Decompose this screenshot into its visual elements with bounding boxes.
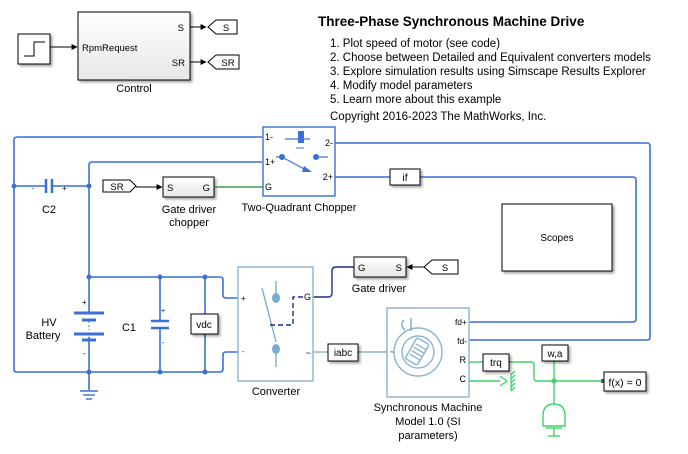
gate-driver-chopper-block[interactable]: S G bbox=[162, 176, 215, 198]
gd-port-g: G bbox=[358, 263, 365, 274]
step-explore-results-link[interactable]: 3. Explore simulation results using Sims… bbox=[330, 66, 646, 78]
machine-port-fdm: fd- bbox=[457, 336, 467, 346]
electrical-wires bbox=[13, 136, 651, 390]
control-label: Control bbox=[116, 83, 151, 95]
chopper-port-2m: 2- bbox=[325, 138, 333, 148]
vdc-label: vdc bbox=[196, 320, 212, 331]
control-subsystem[interactable]: RpmRequest S SR bbox=[77, 11, 191, 81]
converter-label: Converter bbox=[252, 386, 301, 398]
gate-driver-block[interactable]: G S bbox=[353, 256, 407, 278]
machine-stator-icon bbox=[393, 318, 443, 377]
model-title: Three-Phase Synchronous Machine Drive bbox=[318, 14, 585, 29]
c1-plus-label: + bbox=[161, 308, 165, 315]
from-s-label: S bbox=[442, 263, 448, 274]
vdc-sensor-block[interactable]: vdc bbox=[190, 313, 219, 335]
machine-port-c: C bbox=[460, 374, 467, 384]
goto-sr-label: SR bbox=[221, 58, 234, 69]
c1-minus-label: - bbox=[162, 340, 165, 347]
wire-junctions bbox=[11, 183, 208, 375]
solver-port bbox=[601, 379, 604, 383]
wa-sensor-block[interactable]: w,a bbox=[541, 344, 569, 362]
iabc-sensor-block[interactable]: iabc bbox=[327, 343, 359, 362]
copyright: Copyright 2016-2023 The MathWorks, Inc. bbox=[330, 111, 547, 123]
trq-sensor-block[interactable]: trq bbox=[482, 353, 510, 372]
gate-signal-converter bbox=[306, 266, 354, 298]
step-choose-converter-link[interactable]: 2. Choose between Detailed and Equivalen… bbox=[330, 52, 651, 64]
mechanical-reference-icon[interactable] bbox=[499, 370, 516, 392]
step-plot-speed-link[interactable]: 1. Plot speed of motor (see code) bbox=[330, 38, 501, 50]
gdc-label-line1: Gate driver bbox=[162, 204, 217, 216]
converter-port-minus: - bbox=[242, 349, 245, 356]
gd-port-s: S bbox=[396, 263, 402, 274]
goto-s-tag[interactable]: S bbox=[207, 19, 238, 35]
two-quadrant-chopper[interactable]: 1- 1+ G 2- 2+ bbox=[262, 126, 336, 197]
step-icon bbox=[24, 41, 45, 57]
machine-label-line1: Synchronous Machine bbox=[374, 402, 483, 414]
chopper-port-2p: 2+ bbox=[323, 172, 333, 182]
iabc-label: iabc bbox=[334, 348, 352, 359]
solver-label: f(x) = 0 bbox=[609, 377, 642, 389]
step-modify-parameters-link[interactable]: 4. Modify model parameters bbox=[330, 80, 473, 92]
step-block[interactable] bbox=[17, 33, 51, 65]
scopes-block[interactable]: Scopes bbox=[501, 203, 613, 272]
gate-driver-label: Gate driver bbox=[352, 283, 407, 295]
control-port-rpmrequest: RpmRequest bbox=[82, 43, 138, 54]
gdc-port-g: G bbox=[203, 183, 210, 194]
machine-label-line2: Model 1.0 (SI bbox=[395, 416, 460, 428]
converter-port-plus: + bbox=[241, 294, 246, 303]
gdc-port-s: S bbox=[167, 183, 173, 194]
machine-port-fdp: fd+ bbox=[455, 317, 467, 327]
synchronous-machine-block[interactable]: ~ fd+ fd- R C bbox=[386, 307, 470, 398]
solver-configuration-block[interactable]: f(x) = 0 bbox=[603, 371, 647, 392]
converter-gate-link-icon bbox=[270, 296, 303, 326]
chopper-switch-icon bbox=[276, 131, 328, 172]
machine-label-line3: parameters) bbox=[398, 430, 457, 442]
chopper-port-g: G bbox=[265, 182, 272, 192]
c2-label: C2 bbox=[42, 204, 56, 216]
wa-label: w,a bbox=[546, 349, 562, 360]
electrical-ground-icon[interactable] bbox=[80, 390, 98, 400]
battery-label-line1: HV bbox=[41, 317, 57, 329]
converter-switch-icon bbox=[261, 281, 280, 367]
control-port-s: S bbox=[178, 23, 184, 34]
machine-port-r: R bbox=[460, 355, 467, 365]
from-sr-tag[interactable]: SR bbox=[102, 179, 137, 193]
capacitor-c1[interactable]: + - bbox=[151, 308, 169, 347]
from-sr-label: SR bbox=[110, 182, 123, 193]
chopper-port-1m: 1- bbox=[265, 132, 273, 142]
c2-plus-label: + bbox=[62, 184, 67, 193]
battery-label-line2: Battery bbox=[26, 330, 61, 342]
control-port-sr: SR bbox=[172, 58, 185, 69]
chopper-label: Two-Quadrant Chopper bbox=[242, 202, 357, 214]
if-sensor-block[interactable]: if bbox=[389, 168, 421, 186]
mechanical-junction bbox=[551, 378, 557, 384]
goto-sr-tag[interactable]: SR bbox=[207, 54, 240, 70]
scopes-label: Scopes bbox=[540, 233, 573, 244]
gdc-label-line2: chopper bbox=[169, 217, 209, 229]
chopper-port-1p: 1+ bbox=[265, 157, 275, 167]
if-label: if bbox=[402, 172, 407, 184]
inertia-icon[interactable] bbox=[542, 403, 566, 437]
goto-s-label: S bbox=[223, 23, 229, 34]
c2-minus-label: - bbox=[32, 186, 35, 193]
converter-port-ac: ~ bbox=[306, 348, 311, 358]
trq-label: trq bbox=[490, 358, 502, 369]
converter-port-g: G bbox=[304, 292, 311, 302]
machine-port-ac: ~ bbox=[390, 347, 395, 357]
c1-label: C1 bbox=[122, 322, 136, 334]
step-learn-more-link[interactable]: 5. Learn more about this example bbox=[330, 94, 502, 106]
hv-battery[interactable]: + - bbox=[74, 298, 104, 358]
from-s-tag[interactable]: S bbox=[423, 259, 459, 275]
battery-plus-label: + bbox=[82, 298, 87, 307]
annotation-steps: 1. Plot speed of motor (see code) 2. Cho… bbox=[330, 37, 651, 107]
battery-minus-label: - bbox=[83, 349, 86, 358]
converter-block[interactable]: + - G ~ bbox=[237, 266, 314, 382]
capacitor-c2[interactable]: - + bbox=[32, 179, 67, 193]
